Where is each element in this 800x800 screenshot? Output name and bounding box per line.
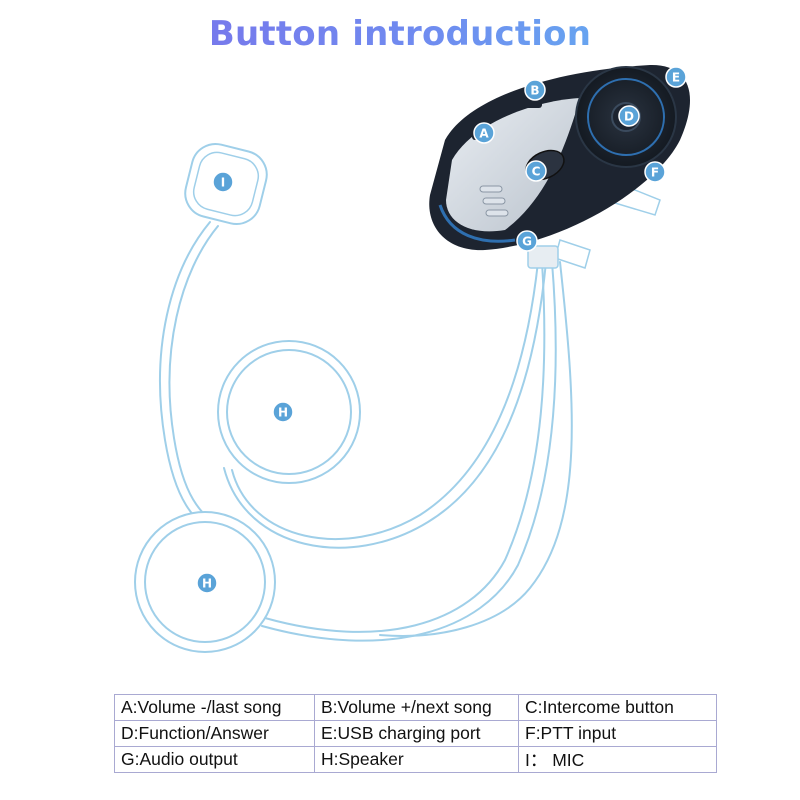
svg-text:H: H: [278, 406, 288, 420]
svg-text:E: E: [672, 71, 680, 85]
badge-b: B: [524, 79, 546, 101]
svg-text:G: G: [522, 235, 532, 249]
legend-cell-i: I： MIC: [518, 746, 717, 773]
badge-a: A: [473, 122, 495, 144]
legend-cell-e: E:USB charging port: [314, 720, 519, 747]
cable-main-2: [261, 261, 557, 642]
badge-e: E: [665, 66, 687, 88]
badge-h-upper: H: [272, 401, 294, 423]
cable-upper-2: [223, 261, 547, 549]
cable-upper-1: [231, 261, 539, 541]
page-title: Button introduction: [0, 14, 800, 54]
legend-cell-g: G:Audio output: [114, 746, 315, 773]
badge-i: I: [212, 171, 234, 193]
svg-text:B: B: [530, 84, 539, 98]
svg-text:H: H: [202, 577, 212, 591]
mic-boom-inner: [168, 225, 229, 535]
legend-cell-a: A:Volume -/last song: [114, 694, 315, 721]
cable-main-1: [264, 261, 546, 633]
svg-text:A: A: [479, 127, 489, 141]
badge-c: C: [525, 160, 547, 182]
svg-text:D: D: [624, 110, 634, 124]
svg-text:I: I: [221, 176, 225, 190]
svg-text:C: C: [532, 165, 541, 179]
legend-row: A:Volume -/last song B:Volume +/next son…: [114, 694, 717, 721]
svg-text:F: F: [651, 166, 659, 180]
legend-cell-f: F:PTT input: [518, 720, 717, 747]
legend-row: G:Audio output H:Speaker I： MIC: [114, 746, 717, 773]
legend-cell-b: B:Volume +/next song: [314, 694, 519, 721]
badge-f: F: [644, 161, 666, 183]
legend-cell-c: C:Intercome button: [518, 694, 717, 721]
legend-table: A:Volume -/last song B:Volume +/next son…: [114, 694, 717, 773]
badge-d: D: [618, 105, 640, 127]
legend-cell-d: D:Function/Answer: [114, 720, 315, 747]
badge-h-lower: H: [196, 572, 218, 594]
legend-row: D:Function/Answer E:USB charging port F:…: [114, 720, 717, 747]
legend-cell-h: H:Speaker: [314, 746, 519, 773]
cable-strand: [379, 261, 573, 637]
cables: [159, 221, 573, 642]
badges: A B C D E F G H: [196, 66, 687, 594]
badge-g: G: [516, 230, 538, 252]
